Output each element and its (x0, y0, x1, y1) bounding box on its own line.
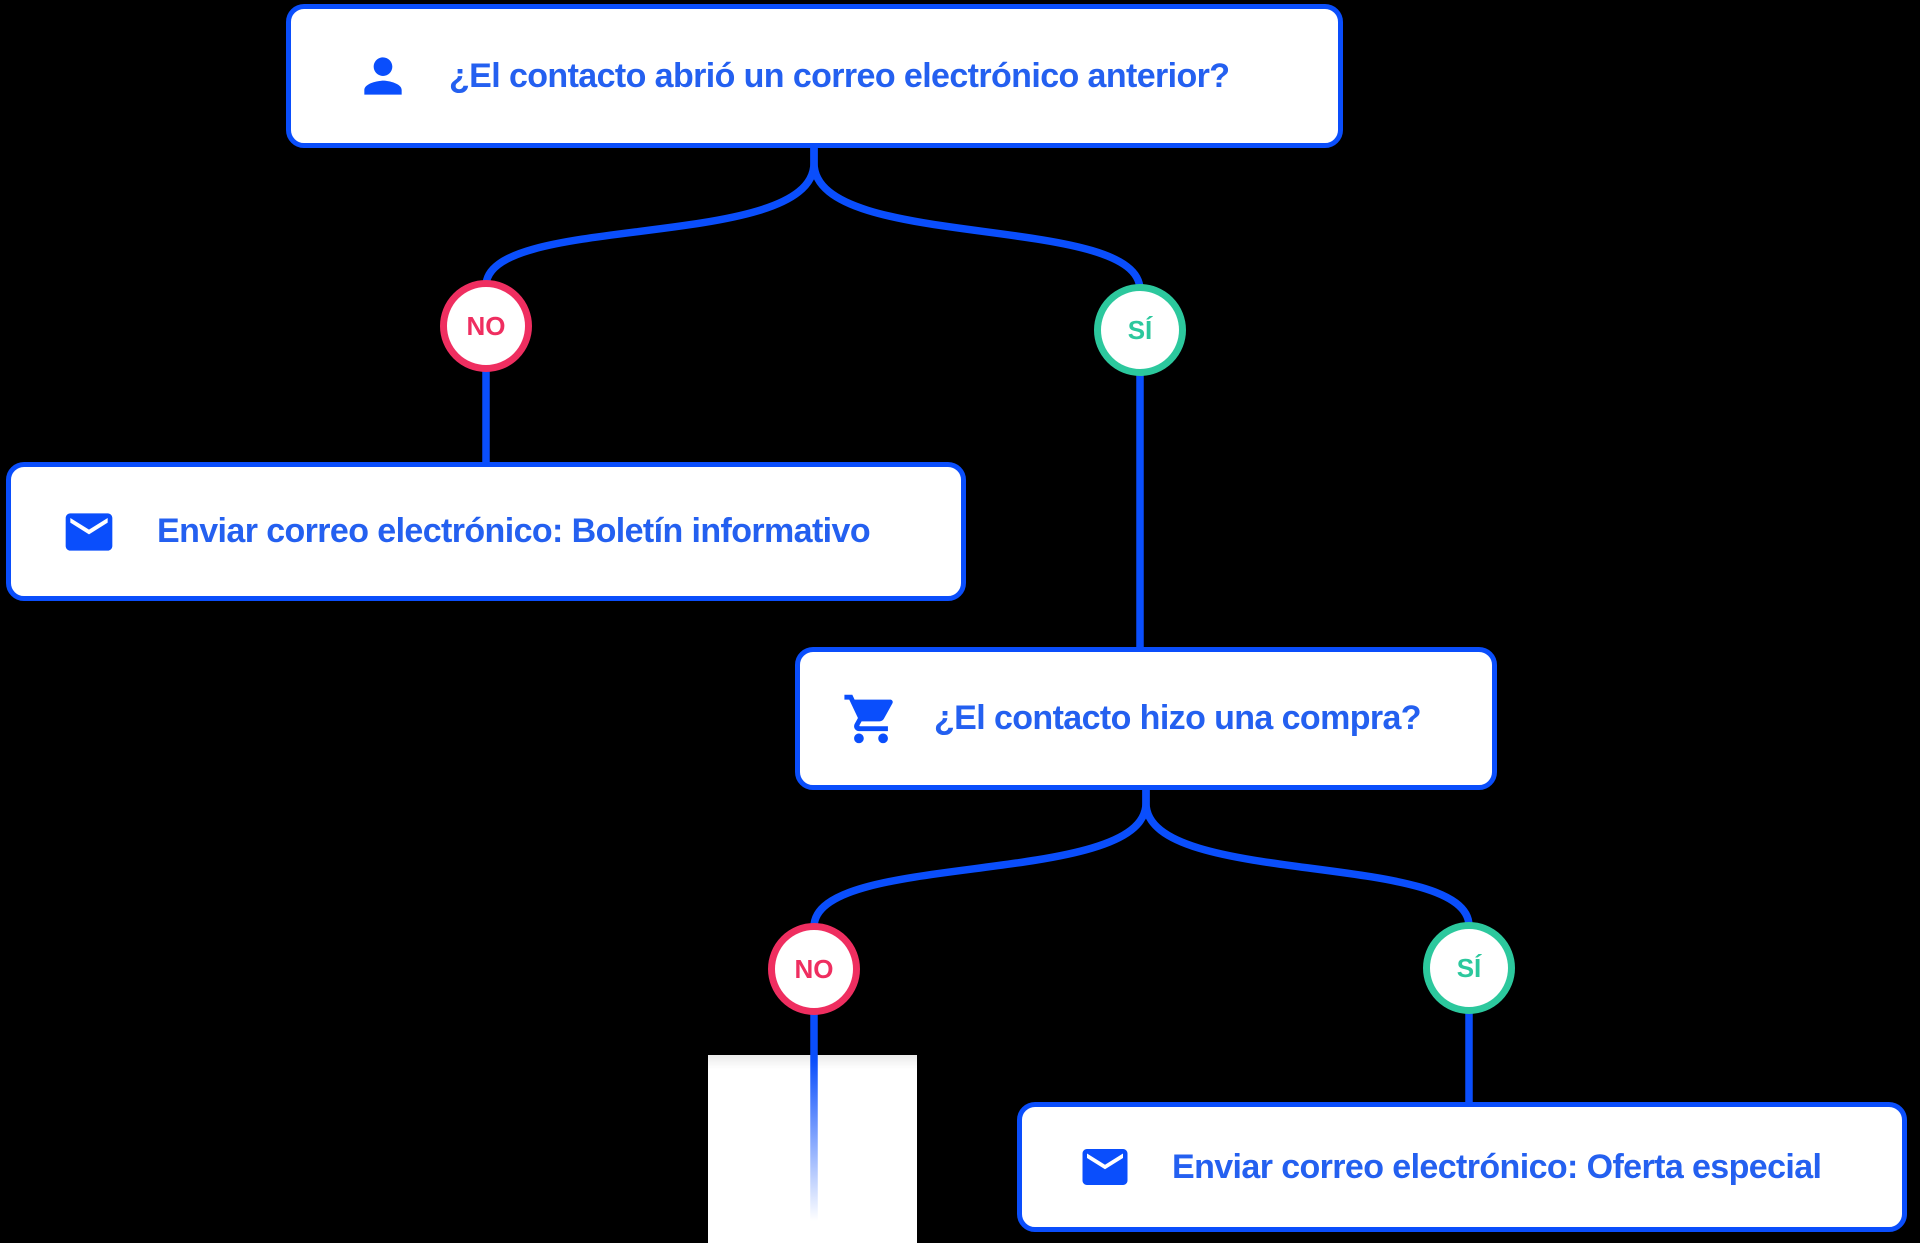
decision-node-purchase[interactable]: ¿El contacto hizo una compra? (795, 647, 1497, 790)
branch-no-label: NO (466, 310, 506, 341)
action-node-send-newsletter[interactable]: Enviar correo electrónico: Boletín infor… (6, 462, 966, 601)
decision-node-label: ¿El contacto abrió un correo electrónico… (449, 56, 1230, 95)
branch-no-badge-1[interactable]: NO (440, 280, 532, 372)
truncated-next-node (708, 1055, 917, 1243)
connector-q2-to-no (810, 784, 1150, 931)
branch-yes-label: SÍ (1127, 314, 1153, 345)
connector-q1-to-yes (810, 144, 1144, 294)
action-node-send-special-offer[interactable]: Enviar correo electrónico: Oferta especi… (1017, 1102, 1907, 1232)
branch-no-badge-2[interactable]: NO (768, 923, 860, 1015)
branch-yes-badge-2[interactable]: SÍ (1423, 922, 1515, 1014)
connector-q1-to-no (482, 144, 818, 290)
shopping-cart-icon (842, 690, 900, 748)
person-icon (355, 48, 411, 104)
decision-node-label: ¿El contacto hizo una compra? (934, 699, 1422, 737)
branch-yes-label: SÍ (1456, 952, 1482, 983)
email-icon (1078, 1140, 1132, 1194)
branch-no-label: NO (794, 953, 834, 984)
decision-node-email-opened[interactable]: ¿El contacto abrió un correo electrónico… (286, 4, 1343, 148)
action-node-label: Enviar correo electrónico: Boletín infor… (157, 512, 871, 550)
branch-yes-badge-1[interactable]: SÍ (1094, 284, 1186, 376)
action-node-label: Enviar correo electrónico: Oferta especi… (1172, 1147, 1822, 1186)
connector-q2-to-yes (1142, 784, 1473, 930)
email-icon (61, 504, 117, 560)
